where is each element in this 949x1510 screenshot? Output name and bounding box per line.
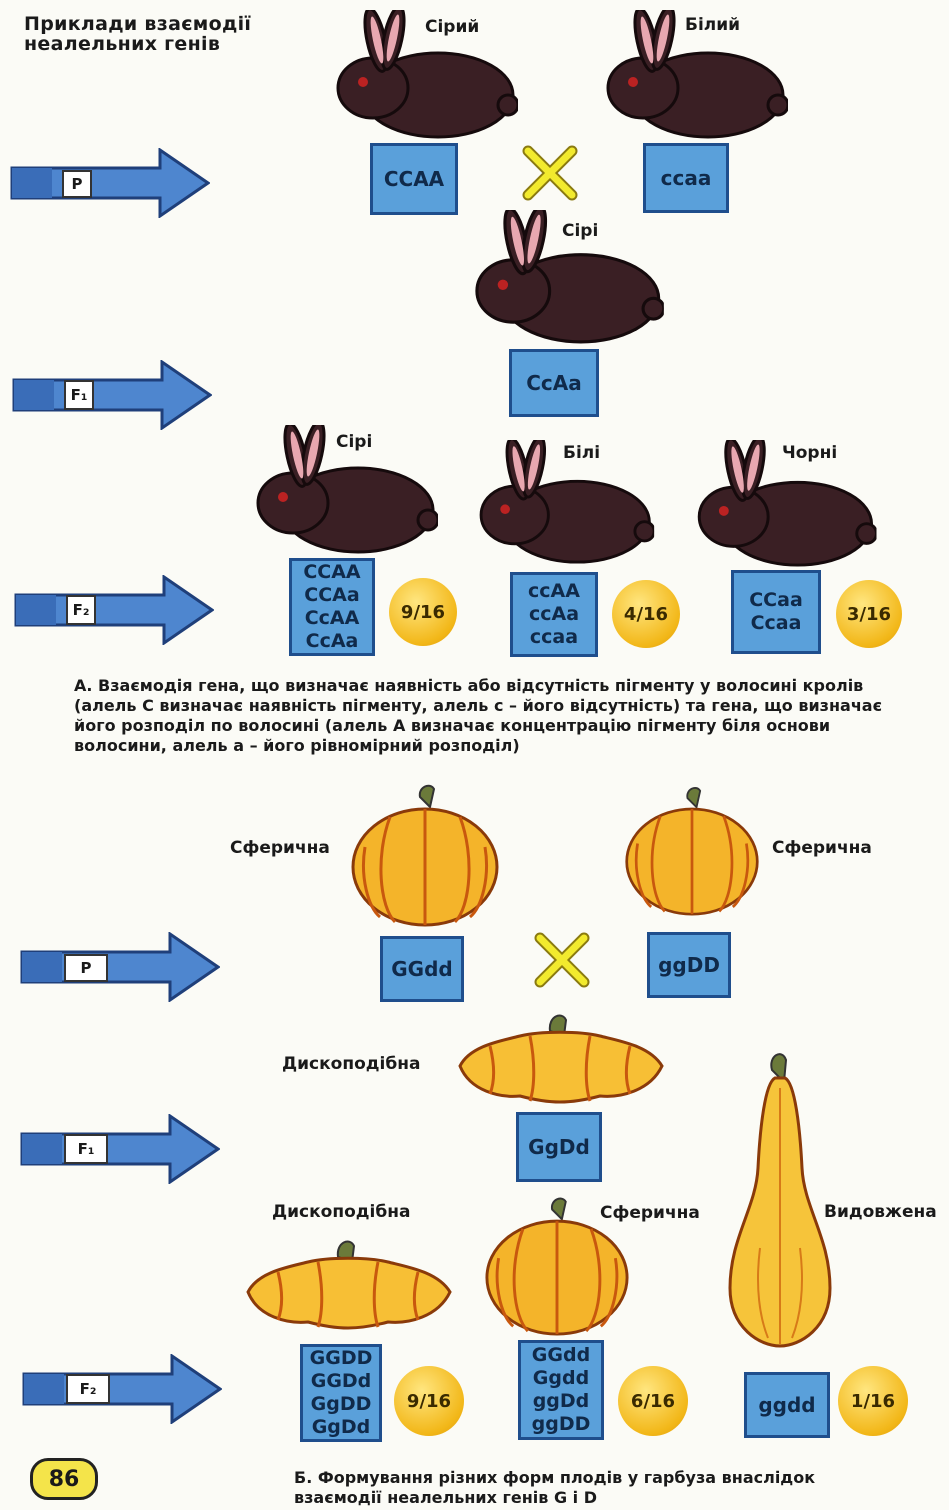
generation-tag-f2: F₂ — [66, 595, 96, 625]
parent-a1-genotype: CCAA — [370, 143, 458, 215]
disc-pumpkin-icon — [238, 1228, 458, 1336]
genotype-item: CcAA — [304, 607, 360, 629]
f2-b2-label: Сферична — [600, 1203, 700, 1223]
caption-b: Б. Формування різних форм плодів у гарбу… — [294, 1468, 816, 1507]
generation-arrow-f1: F₁ — [20, 1114, 220, 1188]
genotype-item: ggDD — [531, 1413, 591, 1435]
genotype-item: ccAa — [528, 603, 580, 625]
f2-a1-genotypes: CCAA CCAa CcAA CcAa — [289, 558, 375, 656]
genotype-item: GGDD — [309, 1347, 373, 1369]
f2-b3-ratio: 1/16 — [838, 1366, 908, 1436]
parent-a1-label: Сірий — [425, 17, 480, 37]
f2-b1-ratio: 9/16 — [394, 1366, 464, 1436]
generation-arrow-p: P — [20, 932, 220, 1006]
f1-a-label: Сірі — [562, 221, 599, 241]
generation-arrow-f2: F₂ — [14, 575, 214, 649]
genotype-item: GgDD — [310, 1393, 372, 1415]
genotype-item: Ccaa — [750, 612, 802, 634]
genotype-item: Ggdd — [532, 1367, 590, 1389]
generation-arrow-f2: F₂ — [22, 1354, 222, 1428]
genotype-item: GgDd — [311, 1416, 371, 1438]
genotype-item: ggDd — [532, 1390, 590, 1412]
parent-b2-genotype: ggDD — [647, 932, 731, 998]
f1-a-genotype: CcAa — [509, 349, 599, 417]
f2-b2-genotypes: GGdd Ggdd ggDd ggDD — [518, 1340, 604, 1440]
parent-a2-genotype: ccaa — [643, 143, 729, 213]
genotype-item: CCAa — [304, 584, 360, 606]
parent-b1-genotype: GGdd — [380, 936, 464, 1002]
spherical-pumpkin-icon — [624, 772, 760, 924]
f2-a1-ratio: 9/16 — [389, 578, 457, 646]
page-heading: Приклади взаємодії неалельних генів — [24, 13, 252, 55]
white-rabbit-icon: .rb{fill:#fdfdf8;stroke:#7f8a8a;stroke-w… — [458, 440, 658, 565]
spherical-pumpkin-icon — [350, 776, 500, 928]
genotype-item: GGDd — [310, 1370, 372, 1392]
cross-icon — [534, 932, 590, 988]
genotype-item: GGdd — [531, 1344, 591, 1366]
black-rabbit-icon: .rb{fill:#3a1f24;stroke:#150a0c;stroke-w… — [678, 440, 878, 568]
f2-b1-label: Дископодібна — [272, 1202, 411, 1222]
generation-tag-p: P — [64, 954, 108, 982]
generation-tag-f2: F₂ — [66, 1374, 110, 1404]
f2-b3-label: Видовжена — [824, 1202, 937, 1222]
parent-b1-label: Сферична — [230, 838, 330, 858]
f2-a2-label: Білі — [563, 443, 601, 463]
generation-tag-p: P — [62, 170, 92, 198]
f2-b2-ratio: 6/16 — [618, 1366, 688, 1436]
f2-a2-ratio: 4/16 — [612, 580, 680, 648]
cross-icon — [522, 145, 578, 201]
parent-a2-label: Білий — [685, 15, 741, 35]
gray-rabbit-icon: .rb{fill:#c6c9d3;stroke:#6b6a78;stroke-w… — [455, 210, 665, 345]
genotype-item: CCAA — [303, 561, 361, 583]
f2-a2-genotypes: ccAA ccAa ccaa — [510, 572, 598, 657]
f1-b-genotype: GgDd — [516, 1112, 602, 1182]
generation-arrow-p: P — [10, 148, 210, 222]
elongated-pumpkin-icon — [720, 1048, 840, 1348]
f2-a3-genotypes: CCaa Ccaa — [731, 570, 821, 654]
genotype-item: ccAA — [528, 580, 580, 602]
parent-b2-label: Сферична — [772, 838, 872, 858]
f2-b3-genotypes: ggdd — [744, 1372, 830, 1438]
disc-pumpkin-icon — [450, 1006, 670, 1106]
generation-arrow-f1: F₁ — [12, 360, 212, 434]
f2-a3-label: Чорні — [782, 443, 838, 463]
genotype-item: CcAa — [305, 630, 359, 652]
f1-b-label: Дископодібна — [282, 1054, 421, 1074]
genotype-item: ccaa — [529, 626, 579, 648]
f2-b1-genotypes: GGDD GGDd GgDD GgDd — [300, 1344, 382, 1442]
gray-rabbit-icon: .rb{fill:#b69a98;stroke:#6b4a48;stroke-w… — [318, 10, 518, 140]
f2-a1-label: Сірі — [336, 432, 373, 452]
f2-a3-ratio: 3/16 — [836, 580, 902, 648]
generation-tag-f1: F₁ — [64, 380, 94, 410]
generation-tag-f1: F₁ — [64, 1134, 108, 1164]
page-number: 86 — [30, 1458, 98, 1500]
genotype-item: CCaa — [749, 589, 803, 611]
caption-a: А. Взаємодія гена, що визначає наявність… — [74, 676, 883, 755]
